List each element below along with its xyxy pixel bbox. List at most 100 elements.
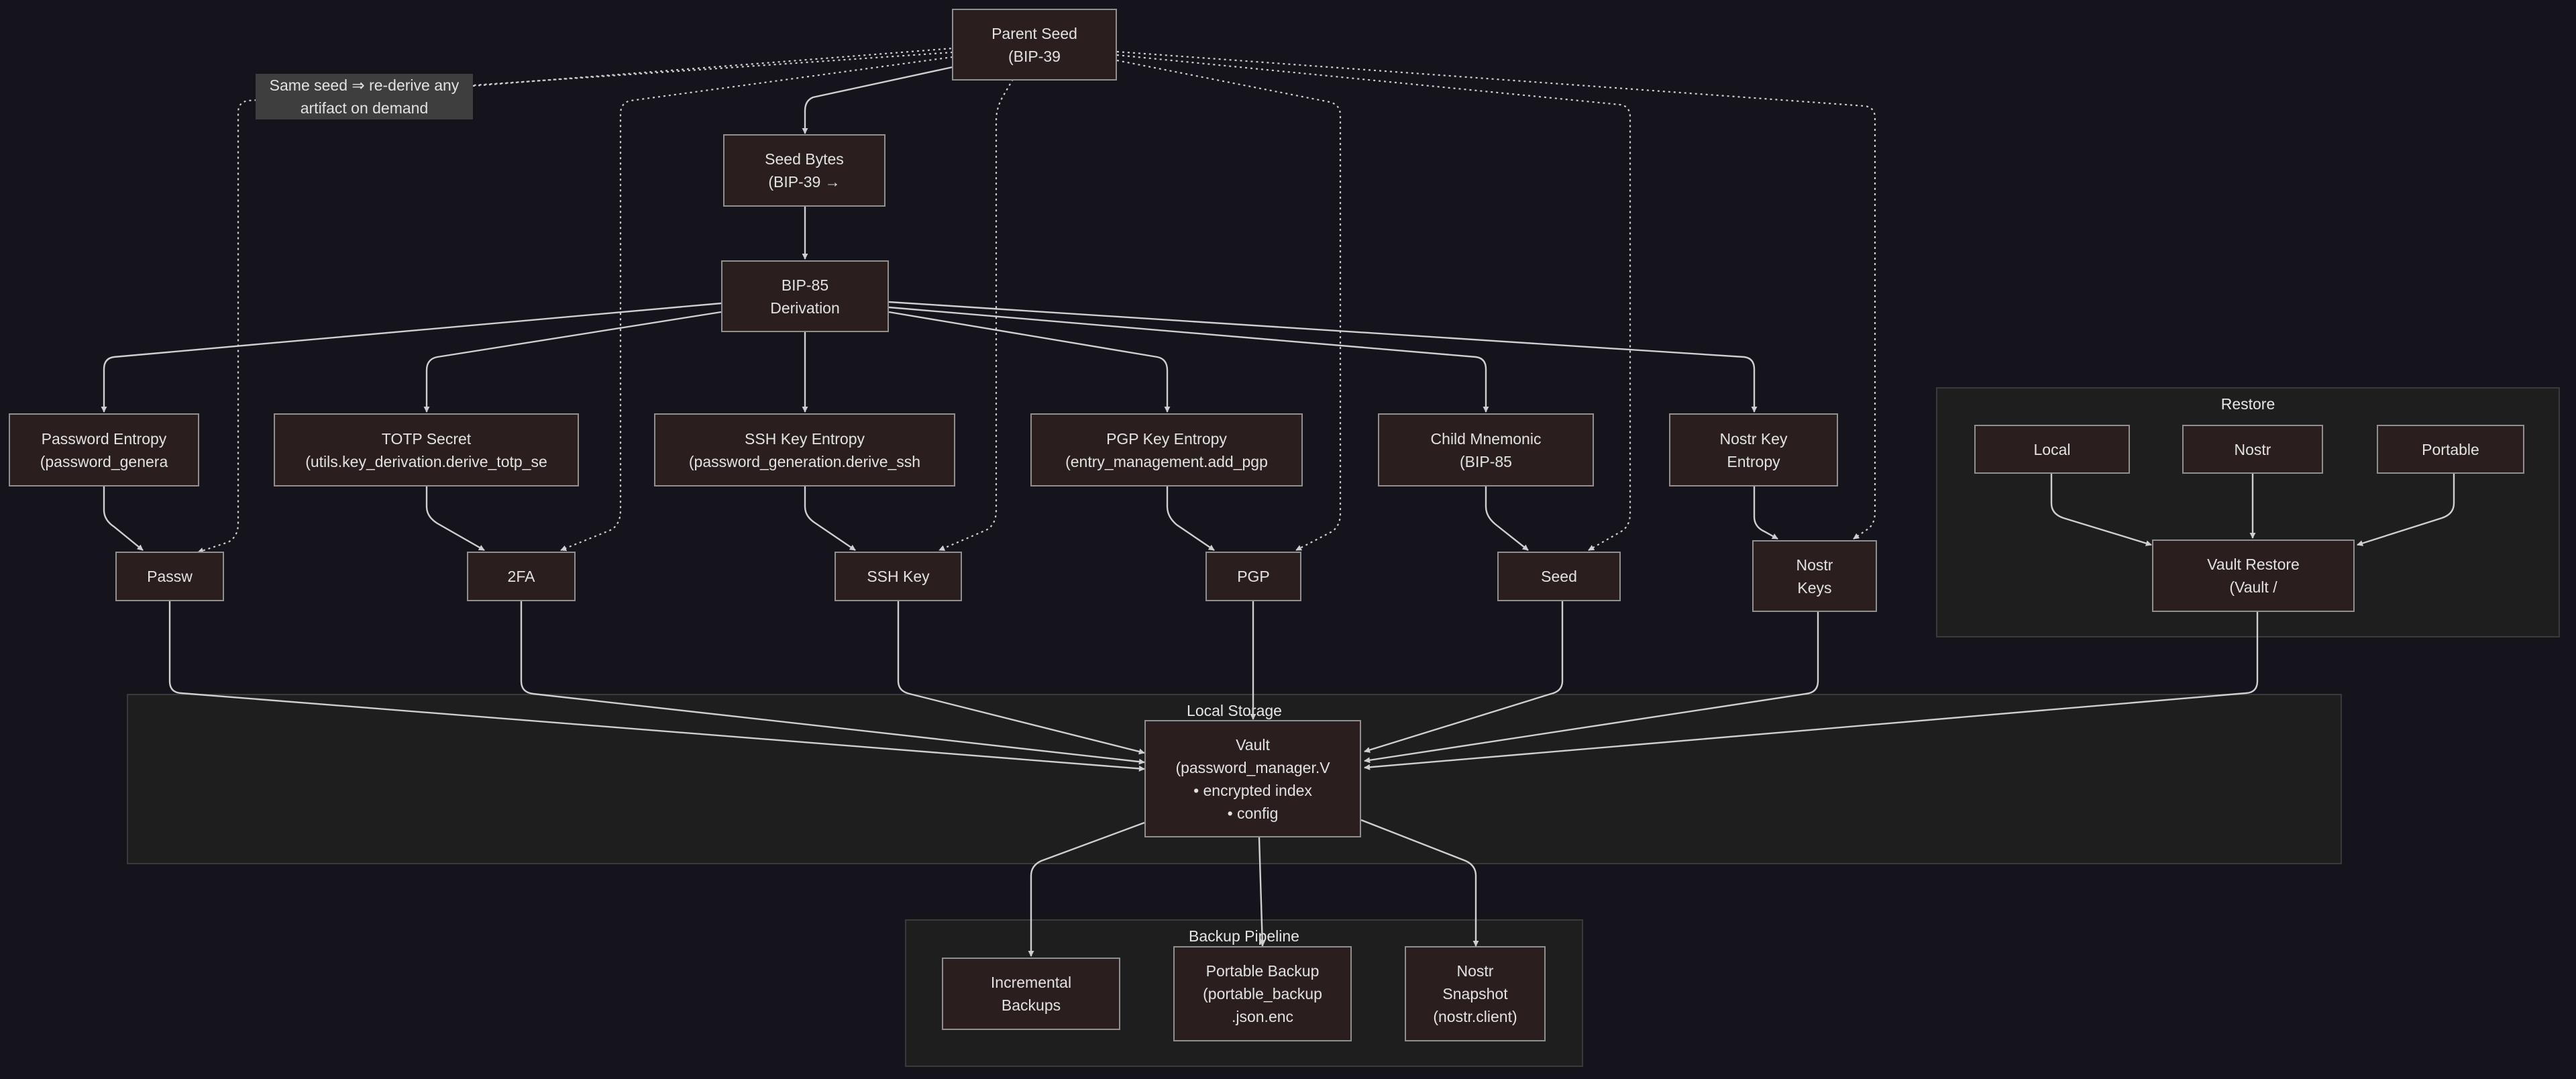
edge-password-to-vault [168,601,1145,772]
vault-restore-detail: (Vault / [2229,578,2277,596]
nostr-keys-title: Nostr [1796,556,1833,574]
edge-pgp-entropy-to-pgp [1166,486,1215,551]
ssh-key-entropy-detail: (password_generation.derive_ssh [688,452,921,470]
child-mnemonic-node[interactable]: Child Mnemonic (BIP-85 [1378,413,1594,486]
totp-secret-detail: (utils.key_derivation.derive_totp_se [305,452,547,470]
nostr-keys-node[interactable]: Nostr Keys [1752,540,1877,612]
parent-seed-node[interactable]: Parent Seed (BIP-39 [952,9,1117,81]
incremental-detail: Backups [1001,996,1061,1014]
nostr-snapshot-node[interactable]: Nostr Snapshot (nostr.client) [1405,946,1546,1041]
child-mnemonic-title: Child Mnemonic [1430,429,1542,448]
vault-node[interactable]: Vault (password_manager.V • encrypted in… [1144,720,1361,837]
password-label: Passw [147,568,193,585]
edge-parent-seed-to-nostr-keys [1116,50,1876,540]
edge-nostr-entropy-to-nostr-keys [1753,486,1778,540]
bip85-derivation-node[interactable]: BIP-85 Derivation [721,260,889,332]
seed-node[interactable]: Seed [1497,552,1621,601]
vault-restore-node[interactable]: Vault Restore (Vault / [2152,540,2355,612]
nostr-snapshot-subtitle: Snapshot [1442,985,1508,1003]
incremental-backups-node[interactable]: Incremental Backups [942,958,1120,1030]
note-line-1: Same seed ⇒ re-derive any [269,76,460,94]
edge-parent-seed-to-password [197,51,953,554]
parent-seed-title: Parent Seed [991,24,1077,42]
restore-local-node[interactable]: Local [1974,425,2130,474]
portable-backup-title: Portable Backup [1205,962,1320,980]
edge-bip85-to-nostr-entropy [888,301,1758,413]
edge-password-entropy-to-password [103,486,144,551]
edge-seed-to-vault [1364,601,1564,753]
edge-portable-to-vault-restore [2357,474,2455,546]
portable-backup-node[interactable]: Portable Backup (portable_backup .json.e… [1173,946,1352,1041]
edge-ssh-entropy-to-ssh-key [804,486,856,551]
edge-bip85-to-password-entropy [101,302,722,413]
restore-portable-label: Portable [2422,440,2479,458]
edge-local-to-vault-restore [2050,474,2152,546]
password-node[interactable]: Passw [115,552,224,601]
password-entropy-detail: (password_genera [40,452,168,470]
bip85-detail: Derivation [770,299,840,317]
portable-backup-ext: .json.enc [1231,1008,1294,1025]
nostr-key-entropy-detail: Entropy [1727,452,1780,470]
seed-bytes-detail: (BIP-39 → [768,173,841,191]
edge-vault-to-portable-backup [1258,837,1266,947]
edge-vault-to-incremental [1028,821,1145,957]
restore-local-label: Local [2033,440,2071,458]
restore-portable-node[interactable]: Portable [2377,425,2524,474]
vault-config: • config [1227,804,1279,822]
password-entropy-node[interactable]: Password Entropy (password_genera [9,413,199,486]
edge-bip85-to-pgp-entropy [888,311,1171,413]
nostr-keys-detail: Keys [1797,578,1832,597]
vault-restore-title: Vault Restore [2207,556,2300,573]
portable-backup-detail: (portable_backup [1203,985,1322,1003]
pgp-key-entropy-detail: (entry_management.add_pgp [1065,452,1268,470]
vault-encrypted-index: • encrypted index [1193,781,1312,799]
twofa-node[interactable]: 2FA [467,552,576,601]
child-mnemonic-detail: (BIP-85 [1460,452,1512,470]
edge-child-mnemonic-to-seed [1485,486,1529,551]
nostr-snapshot-detail: (nostr.client) [1433,1008,1517,1025]
twofa-label: 2FA [507,568,535,585]
edge-vault-restore-to-vault [1364,612,2259,770]
edge-totp-to-twofa [425,486,485,552]
pgp-key-entropy-title: PGP Key Entropy [1106,429,1227,448]
note-line-2: artifact on demand [300,99,429,117]
edge-twofa-to-vault [520,601,1145,765]
edge-vault-to-nostr-snapshot [1360,819,1479,947]
vault-title: Vault [1236,735,1270,754]
edge-parent-seed-to-seed-bytes [802,66,953,134]
nostr-key-entropy-node[interactable]: Nostr Key Entropy [1669,413,1838,486]
ssh-key-entropy-node[interactable]: SSH Key Entropy (password_generation.der… [654,413,955,486]
ssh-key-label: SSH Key [867,568,930,585]
totp-secret-title: TOTP Secret [381,429,472,448]
edge-parent-seed-to-pgp [1116,59,1342,551]
seed-bytes-title: Seed Bytes [765,150,844,168]
re-derive-note: Same seed ⇒ re-derive any artifact on de… [256,74,473,119]
edge-parent-seed-to-twofa [560,56,953,552]
restore-cluster-label: Restore [2220,395,2275,413]
vault-detail: (password_manager.V [1175,758,1330,776]
restore-nostr-node[interactable]: Nostr [2182,425,2323,474]
nostr-key-entropy-title: Nostr Key [1719,429,1788,448]
edge-nostr-keys-to-vault [1364,612,1819,764]
edge-ssh-key-to-vault [897,601,1145,755]
seed-label: Seed [1541,568,1577,585]
pgp-key-entropy-node[interactable]: PGP Key Entropy (entry_management.add_pg… [1030,413,1303,486]
edge-bip85-to-totp-secret [423,311,722,413]
password-entropy-title: Password Entropy [41,429,167,448]
pgp-label: PGP [1237,568,1270,585]
restore-nostr-label: Nostr [2234,440,2271,458]
local-storage-cluster-label: Local Storage [1187,702,1282,719]
incremental-title: Incremental [990,974,1072,991]
nostr-snapshot-title: Nostr [1456,962,1494,980]
parent-seed-detail: (BIP-39 [1008,47,1061,65]
ssh-key-entropy-title: SSH Key Entropy [745,429,865,448]
bip85-title: BIP-85 [781,276,829,294]
backup-pipeline-cluster-label: Backup Pipeline [1189,927,1299,945]
seed-bytes-node[interactable]: Seed Bytes (BIP-39 → [723,134,885,207]
edge-bip85-to-child-mnemonic [888,306,1489,413]
totp-secret-node[interactable]: TOTP Secret (utils.key_derivation.derive… [274,413,579,486]
pgp-node[interactable]: PGP [1205,552,1301,601]
ssh-key-node[interactable]: SSH Key [835,552,962,601]
